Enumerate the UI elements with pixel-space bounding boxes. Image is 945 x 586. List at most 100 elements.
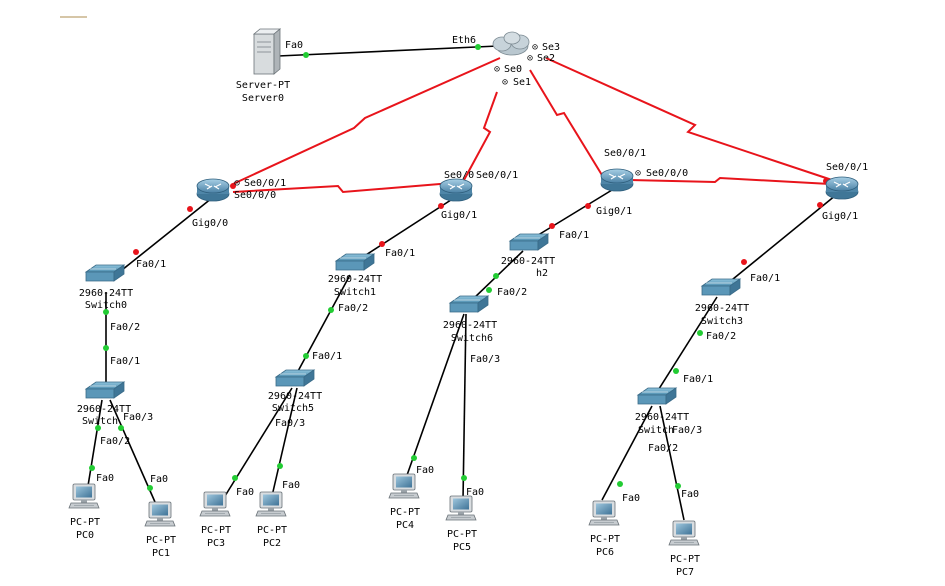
- switch-icon: [449, 295, 489, 313]
- router-icon: [196, 178, 230, 202]
- router-icon: [825, 176, 859, 200]
- switch0-name: Switch0: [85, 300, 127, 311]
- port-label: Se0/0/1: [244, 178, 286, 189]
- port-up-dot: [461, 475, 467, 481]
- link-server-cloud[interactable]: [277, 45, 499, 57]
- link-switch6-pc5[interactable]: [462, 313, 467, 501]
- switch7[interactable]: [637, 387, 677, 405]
- port-label: Fa0: [466, 487, 484, 498]
- port-label: Fa0: [285, 40, 303, 51]
- router-icon: [600, 168, 634, 192]
- port-label: Fa0/2: [110, 322, 140, 333]
- router3[interactable]: [825, 176, 859, 200]
- port-label: Fa0/1: [559, 230, 589, 241]
- cloud-router[interactable]: [492, 31, 530, 56]
- link-r0-switch0[interactable]: [111, 197, 213, 279]
- port-label: Se1: [513, 77, 531, 88]
- link-serial-cloud-r1[interactable]: [463, 91, 498, 181]
- server-name-label: Server0: [242, 93, 284, 104]
- pc7-model: PC-PT: [670, 554, 700, 565]
- pc0-model: PC-PT: [70, 517, 100, 528]
- port-label: Se0: [504, 64, 522, 75]
- port-down-dot: [438, 203, 444, 209]
- pc7-name: PC7: [676, 567, 694, 578]
- port-label: Gig0/1: [822, 211, 858, 222]
- switch1[interactable]: [335, 253, 375, 271]
- port-label: Se0/0: [444, 170, 474, 181]
- pc1-model: PC-PT: [146, 535, 176, 546]
- router0[interactable]: [196, 178, 230, 202]
- link-switch3-switch7[interactable]: [656, 296, 718, 393]
- link-serial-r2-r3[interactable]: [627, 176, 831, 185]
- pc5[interactable]: [445, 495, 477, 521]
- switch-icon: [335, 253, 375, 271]
- port-up-dot: [118, 425, 124, 431]
- link-switch4-pc1[interactable]: [109, 399, 156, 503]
- switch6[interactable]: [449, 295, 489, 313]
- port-up-dot: [673, 368, 679, 374]
- switch-icon: [509, 233, 549, 251]
- pc3[interactable]: [199, 491, 231, 517]
- pc2[interactable]: [255, 491, 287, 517]
- switch7-name: Switch: [638, 425, 674, 436]
- pc1[interactable]: [144, 501, 176, 527]
- switch5-name: Switch5: [272, 403, 314, 414]
- port-up-dot: [277, 463, 283, 469]
- port-up-dot: [95, 425, 101, 431]
- link-serial-cloud-r2[interactable]: [529, 69, 606, 181]
- port-label: ⊙: [532, 42, 538, 53]
- link-switch7-pc7[interactable]: [659, 405, 685, 521]
- pc3-name: PC3: [207, 538, 225, 549]
- link-r1-switch1[interactable]: [354, 197, 455, 263]
- switch2[interactable]: [509, 233, 549, 251]
- pc-icon: [588, 500, 620, 526]
- port-up-dot: [232, 475, 238, 481]
- pc5-model: PC-PT: [447, 529, 477, 540]
- port-label: Eth6: [452, 35, 476, 46]
- port-up-dot: [475, 44, 481, 50]
- port-down-dot: [379, 241, 385, 247]
- port-down-dot: [549, 223, 555, 229]
- switch0[interactable]: [85, 264, 125, 282]
- link-serial-cloud-r0[interactable]: [232, 57, 501, 185]
- pc6[interactable]: [588, 500, 620, 526]
- router1[interactable]: [439, 178, 473, 202]
- pc-icon: [668, 520, 700, 546]
- port-label: Se0/0/0: [234, 190, 276, 201]
- link-switch7-pc6[interactable]: [601, 405, 653, 501]
- link-switch4-pc0[interactable]: [86, 399, 103, 493]
- port-label: Fa0/3: [123, 412, 153, 423]
- port-up-dot: [89, 465, 95, 471]
- pc3-model: PC-PT: [201, 525, 231, 536]
- switch5[interactable]: [275, 369, 315, 387]
- server0[interactable]: Server-PT Server0: [236, 28, 290, 104]
- router2[interactable]: [600, 168, 634, 192]
- pc4[interactable]: [388, 473, 420, 499]
- port-labels: Fa0 Eth6 ⊙ Se3 ⊙ Se2 ⊙ Se0 ⊙ Se1 ⊙ Se0/0…: [96, 35, 868, 504]
- pc0-name: PC0: [76, 530, 94, 541]
- switch4[interactable]: [85, 381, 125, 399]
- pc7[interactable]: [668, 520, 700, 546]
- pc-icon: [199, 491, 231, 517]
- port-label: Se2: [537, 53, 555, 64]
- link-switch6-pc4[interactable]: [405, 313, 465, 479]
- link-serial-r0-r1[interactable]: [232, 182, 453, 194]
- switch3[interactable]: [701, 278, 741, 296]
- link-serial-cloud-r3[interactable]: [545, 57, 833, 181]
- port-label: Fa0: [150, 474, 168, 485]
- link-switch5-pc2[interactable]: [271, 387, 298, 497]
- pc1-name: PC1: [152, 548, 170, 559]
- link-r2-switch2[interactable]: [529, 189, 613, 241]
- port-up-dot: [328, 307, 334, 313]
- port-up-dot: [103, 345, 109, 351]
- port-up-dot: [675, 483, 681, 489]
- switch3-name: Switch3: [701, 316, 743, 327]
- port-label: ⊙: [527, 53, 533, 64]
- port-label: Fa0: [416, 465, 434, 476]
- link-r3-switch3[interactable]: [721, 194, 837, 289]
- port-label: Fa0/3: [275, 418, 305, 429]
- port-label: ⊙: [635, 168, 641, 179]
- pc0[interactable]: [68, 483, 100, 509]
- switch-icon: [637, 387, 677, 405]
- switch-icon: [85, 264, 125, 282]
